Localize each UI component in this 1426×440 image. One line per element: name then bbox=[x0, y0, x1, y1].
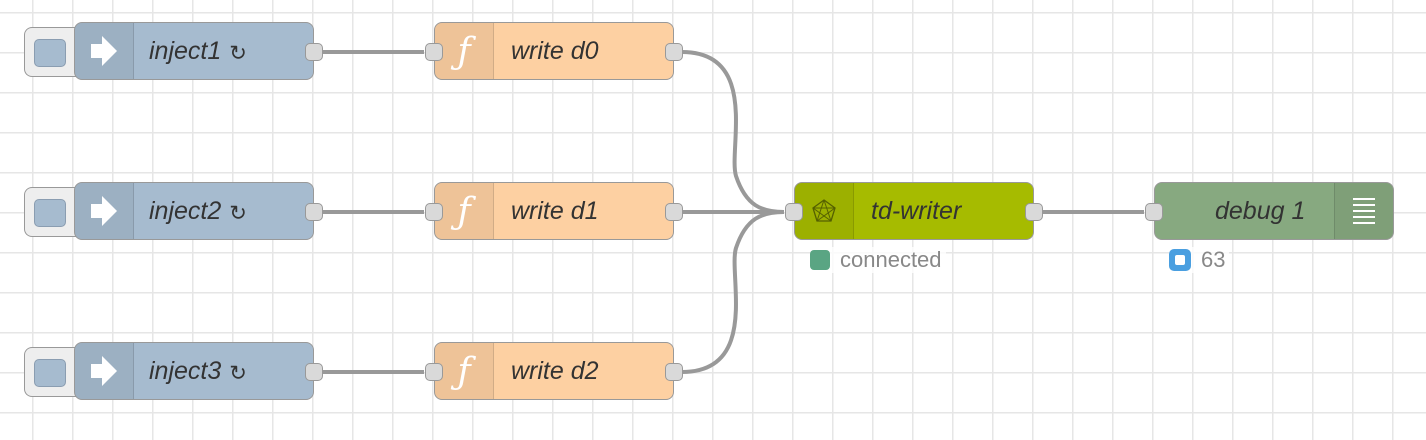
status-text: connected bbox=[840, 247, 942, 272]
list-lines-icon bbox=[1353, 198, 1375, 224]
arrow-right-icon bbox=[75, 23, 134, 79]
status-ring-icon bbox=[1169, 249, 1191, 271]
inject1-trigger-button[interactable] bbox=[24, 27, 82, 77]
inject-button-square bbox=[34, 359, 66, 387]
debug-toggle-button[interactable] bbox=[1334, 183, 1393, 239]
td-writer-input-port[interactable] bbox=[785, 203, 803, 221]
node-label: write d0 bbox=[511, 36, 599, 65]
repeat-icon: ↻ bbox=[229, 201, 247, 225]
inject-button-square bbox=[34, 39, 66, 67]
inject3-node[interactable]: inject3 ↻ bbox=[74, 342, 314, 400]
write-d1-input-port[interactable] bbox=[425, 203, 443, 221]
node-label: debug 1 bbox=[1215, 196, 1306, 225]
write-d1-node[interactable]: ƒ write d1 bbox=[434, 182, 674, 240]
function-glyph: ƒ bbox=[457, 30, 471, 72]
function-icon: ƒ bbox=[435, 23, 494, 79]
inject2-node[interactable]: inject2 ↻ bbox=[74, 182, 314, 240]
node-label: inject3 bbox=[149, 356, 222, 385]
write-d2-output-port[interactable] bbox=[665, 363, 683, 381]
debug-node[interactable]: debug 1 bbox=[1154, 182, 1394, 240]
node-label: td-writer bbox=[871, 196, 962, 225]
inject3-trigger-button[interactable] bbox=[24, 347, 82, 397]
inject1-node[interactable]: inject1 ↻ bbox=[74, 22, 314, 80]
write-d0-input-port[interactable] bbox=[425, 43, 443, 61]
debug-input-port[interactable] bbox=[1145, 203, 1163, 221]
arrow-right-icon bbox=[75, 343, 134, 399]
node-label: inject2 bbox=[149, 196, 222, 225]
debug-status: 63 bbox=[1169, 247, 1230, 273]
pentagon-network-icon bbox=[795, 183, 854, 239]
node-label: write d1 bbox=[511, 196, 599, 225]
inject2-trigger-button[interactable] bbox=[24, 187, 82, 237]
write-d0-node[interactable]: ƒ write d0 bbox=[434, 22, 674, 80]
function-glyph: ƒ bbox=[457, 190, 471, 232]
write-d1-output-port[interactable] bbox=[665, 203, 683, 221]
repeat-icon: ↻ bbox=[229, 41, 247, 65]
node-label: inject1 bbox=[149, 36, 222, 65]
td-writer-node[interactable]: td-writer bbox=[794, 182, 1034, 240]
arrow-right-icon bbox=[75, 183, 134, 239]
node-label: write d2 bbox=[511, 356, 599, 385]
function-icon: ƒ bbox=[435, 343, 494, 399]
function-glyph: ƒ bbox=[457, 350, 471, 392]
inject3-output-port[interactable] bbox=[305, 363, 323, 381]
wire-write-d0-td-writer[interactable] bbox=[681, 50, 785, 214]
inject1-output-port[interactable] bbox=[305, 43, 323, 61]
inject2-output-port[interactable] bbox=[305, 203, 323, 221]
td-writer-status: connected bbox=[810, 247, 946, 273]
inject-button-square bbox=[34, 199, 66, 227]
td-writer-output-port[interactable] bbox=[1025, 203, 1043, 221]
status-text: 63 bbox=[1201, 247, 1226, 272]
function-icon: ƒ bbox=[435, 183, 494, 239]
status-dot-icon bbox=[810, 250, 830, 270]
write-d2-input-port[interactable] bbox=[425, 363, 443, 381]
write-d2-node[interactable]: ƒ write d2 bbox=[434, 342, 674, 400]
repeat-icon: ↻ bbox=[229, 361, 247, 385]
write-d0-output-port[interactable] bbox=[665, 43, 683, 61]
wire-write-d2-td-writer[interactable] bbox=[681, 210, 785, 374]
